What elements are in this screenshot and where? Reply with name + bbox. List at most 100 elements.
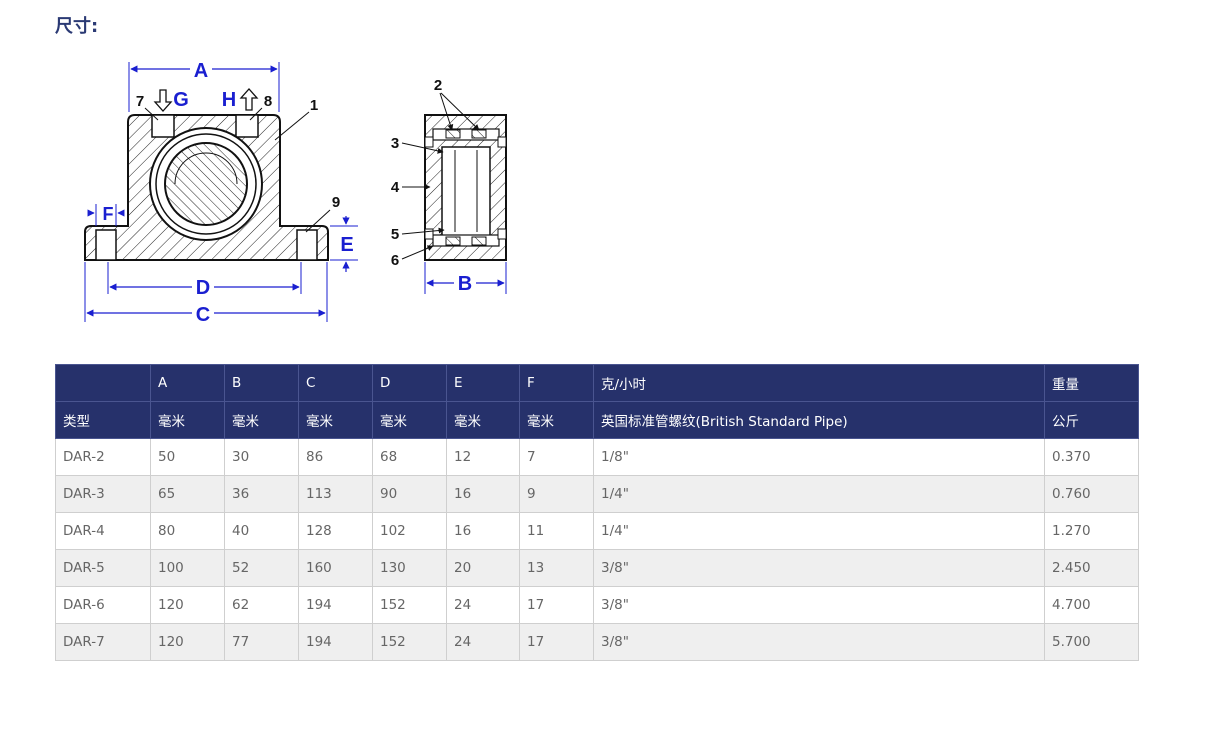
table-cell: 62 xyxy=(224,586,299,624)
table-cell: 113 xyxy=(298,475,373,513)
table-cell: 24 xyxy=(446,586,520,624)
table-cell: DAR-2 xyxy=(55,438,151,476)
header-cell: 毫米 xyxy=(150,401,225,439)
header-cell: 重量 xyxy=(1044,364,1139,402)
table-row: DAR-5 100 52 160 130 20 13 3/8" 2.450 xyxy=(55,549,1139,587)
header-cell: 公斤 xyxy=(1044,401,1139,439)
table-cell: 2.450 xyxy=(1044,549,1139,587)
table-cell: 0.370 xyxy=(1044,438,1139,476)
part-number-6: 6 xyxy=(391,252,399,269)
front-view xyxy=(84,114,329,261)
table-cell: 1.270 xyxy=(1044,512,1139,550)
header-cell: 克/小时 xyxy=(593,364,1045,402)
table-cell: DAR-7 xyxy=(55,623,151,661)
dim-label-c: C xyxy=(196,304,210,326)
header-cell: 英国标准管螺纹(British Standard Pipe) xyxy=(593,401,1045,439)
header-cell: C xyxy=(298,364,373,402)
part-number-4: 4 xyxy=(391,179,400,196)
table-row: DAR-7 120 77 194 152 24 17 3/8" 5.700 xyxy=(55,623,1139,661)
dim-label-d: D xyxy=(196,277,210,299)
table-cell: 128 xyxy=(298,512,373,550)
dim-label-f: F xyxy=(103,204,114,224)
table-cell: 1/8" xyxy=(593,438,1045,476)
table-cell: 0.760 xyxy=(1044,475,1139,513)
header-cell: 类型 xyxy=(55,401,151,439)
table-cell: 17 xyxy=(519,586,594,624)
table-cell: 9 xyxy=(519,475,594,513)
side-view xyxy=(424,114,507,261)
arrow-up-icon xyxy=(239,88,259,111)
table-cell: 120 xyxy=(150,586,225,624)
part-number-1: 1 xyxy=(310,97,318,114)
table-row: DAR-4 80 40 128 102 16 11 1/4" 1.270 xyxy=(55,512,1139,550)
header-cell: F xyxy=(519,364,594,402)
table-cell: DAR-3 xyxy=(55,475,151,513)
table-cell: 100 xyxy=(150,549,225,587)
table-cell: DAR-4 xyxy=(55,512,151,550)
table-cell: 30 xyxy=(224,438,299,476)
header-cell: D xyxy=(372,364,447,402)
table-cell: 3/8" xyxy=(593,549,1045,587)
part-number-2: 2 xyxy=(434,77,442,94)
table-cell: 24 xyxy=(446,623,520,661)
table-cell: 1/4" xyxy=(593,475,1045,513)
table-cell: 130 xyxy=(372,549,447,587)
dim-label-e: E xyxy=(340,234,353,256)
table-cell: 1/4" xyxy=(593,512,1045,550)
header-cell: 毫米 xyxy=(224,401,299,439)
table-cell: 11 xyxy=(519,512,594,550)
dim-label-b: B xyxy=(458,273,472,295)
header-cell: 毫米 xyxy=(298,401,373,439)
table-cell: 68 xyxy=(372,438,447,476)
section-title: 尺寸: xyxy=(55,16,99,37)
header-cell: 毫米 xyxy=(372,401,447,439)
table-cell: 152 xyxy=(372,586,447,624)
side-view-dimensions: B 2 3 4 5 6 xyxy=(391,77,507,295)
table-cell: 7 xyxy=(519,438,594,476)
table-header-row: 类型 毫米 毫米 毫米 毫米 毫米 毫米 英国标准管螺纹(British Sta… xyxy=(55,401,1139,439)
table-row: DAR-6 120 62 194 152 24 17 3/8" 4.700 xyxy=(55,586,1139,624)
header-cell: 毫米 xyxy=(519,401,594,439)
table-cell: 17 xyxy=(519,623,594,661)
table-cell: 20 xyxy=(446,549,520,587)
part-number-7: 7 xyxy=(136,93,144,110)
table-cell: 16 xyxy=(446,512,520,550)
header-cell: 毫米 xyxy=(446,401,520,439)
table-cell: 65 xyxy=(150,475,225,513)
part-number-3: 3 xyxy=(391,135,399,152)
header-cell: A xyxy=(150,364,225,402)
table-cell: 194 xyxy=(298,586,373,624)
table-cell: 12 xyxy=(446,438,520,476)
table-row: DAR-3 65 36 113 90 16 9 1/4" 0.760 xyxy=(55,475,1139,513)
table-header-row: A B C D E F 克/小时 重量 xyxy=(55,364,1139,402)
arrow-down-icon xyxy=(153,89,173,112)
front-view-dimensions: A C D E F G H 7 xyxy=(84,60,358,326)
table-cell: 80 xyxy=(150,512,225,550)
table-cell: 3/8" xyxy=(593,623,1045,661)
table-cell: 16 xyxy=(446,475,520,513)
dim-label-g: G xyxy=(173,89,189,111)
dimension-drawing: A C D E F G H 7 xyxy=(70,50,530,340)
table-cell: 90 xyxy=(372,475,447,513)
table-cell: 3/8" xyxy=(593,586,1045,624)
table-cell: 40 xyxy=(224,512,299,550)
table-cell: 152 xyxy=(372,623,447,661)
dim-label-h: H xyxy=(222,89,236,111)
table-cell: 50 xyxy=(150,438,225,476)
header-cell: E xyxy=(446,364,520,402)
header-cell xyxy=(55,364,151,402)
part-number-8: 8 xyxy=(264,93,272,110)
table-cell: DAR-6 xyxy=(55,586,151,624)
table-cell: 194 xyxy=(298,623,373,661)
table-cell: 36 xyxy=(224,475,299,513)
table-cell: 160 xyxy=(298,549,373,587)
table-cell: 13 xyxy=(519,549,594,587)
table-cell: 5.700 xyxy=(1044,623,1139,661)
table-row: DAR-2 50 30 86 68 12 7 1/8" 0.370 xyxy=(55,438,1139,476)
part-number-9: 9 xyxy=(332,194,340,211)
table-cell: 52 xyxy=(224,549,299,587)
table-cell: 77 xyxy=(224,623,299,661)
dimensions-table: A B C D E F 克/小时 重量 类型 毫米 毫米 毫米 毫米 毫米 毫米… xyxy=(55,364,1139,661)
dim-label-a: A xyxy=(194,60,208,82)
table-cell: 86 xyxy=(298,438,373,476)
